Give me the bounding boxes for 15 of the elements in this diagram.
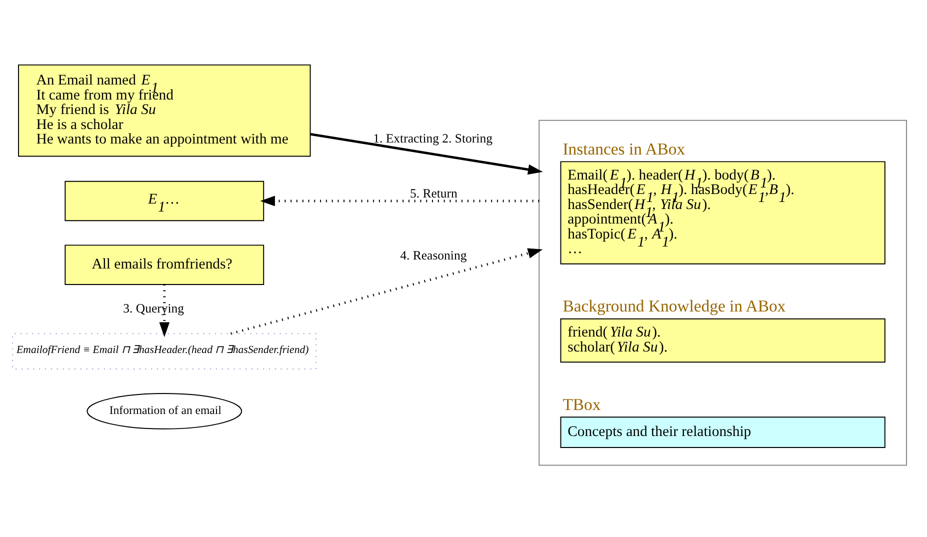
- node-label: Instances in ABox: [562, 138, 686, 158]
- arrow: [230, 248, 543, 334]
- arrow: [159, 284, 170, 337]
- node-label: Background Knowledge in ABox: [562, 296, 786, 316]
- edge-label: 4. Reasoning: [400, 248, 467, 262]
- node-box: All emails fromfriends?: [64, 244, 264, 284]
- node-ellipse: Information of an email: [86, 392, 242, 429]
- arrow: [260, 195, 540, 206]
- edge-label: 3. Querying: [123, 300, 184, 315]
- edge-label: 1. Extracting 2. Storing: [373, 130, 492, 145]
- cluster: [538, 119, 907, 466]
- node-label: TBox: [562, 394, 601, 414]
- node-box: EmailofFriend ≡ Email ⊓ ∃hasHeader.(head ⊓ ∃hasSender.friend): [12, 332, 317, 369]
- edge-label: 5. Return: [410, 186, 458, 200]
- arrow: [310, 132, 543, 174]
